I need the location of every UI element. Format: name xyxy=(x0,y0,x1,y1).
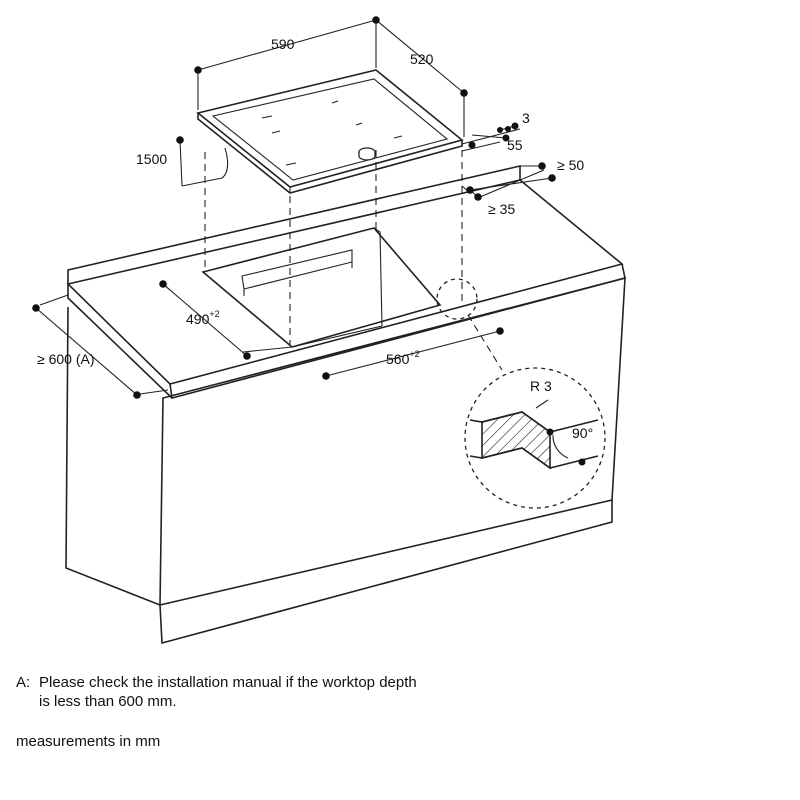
cabinet-plinth xyxy=(159,500,613,645)
cutout-opening xyxy=(201,227,442,348)
dim-label-cutout-depth: 490+2 xyxy=(186,309,220,327)
dim-label-hob-width: 590 xyxy=(271,36,295,52)
cutout-support-rail xyxy=(241,249,353,290)
projection-lines xyxy=(39,20,542,395)
detail-marker-circle xyxy=(436,278,478,320)
power-cable xyxy=(179,139,229,187)
dim-line-depth xyxy=(375,19,465,94)
edge-detail-callout xyxy=(436,278,606,509)
angle-arc xyxy=(552,434,569,459)
note-a: A: Please check the installation manual i… xyxy=(16,673,417,711)
hob-glass-top xyxy=(196,69,464,188)
cutout-inner-wall xyxy=(373,227,383,327)
units-note: measurements in mm xyxy=(16,733,161,750)
dim-line-worktop-depth xyxy=(35,307,138,396)
dim-label-worktop-depth: ≥ 600 (A) xyxy=(37,351,94,367)
note-a-text-line2: is less than 600 mm. xyxy=(39,693,177,710)
worktop-front-edge xyxy=(169,263,626,400)
hob-control-knob xyxy=(358,147,376,161)
hob-edge xyxy=(197,113,463,194)
dim-line-cutout-depth xyxy=(162,283,248,357)
worktop xyxy=(66,164,626,400)
dim-label-glass-thickness: 3 xyxy=(522,110,530,126)
dim-label-hob-depth: 520 xyxy=(410,51,434,67)
cabinet-left-side xyxy=(65,306,161,606)
dimension-dots xyxy=(32,16,556,399)
note-a-label: A: xyxy=(16,674,31,691)
hob-zone-marks xyxy=(261,100,403,166)
dim-label-rear-clearance: ≥ 50 xyxy=(557,157,584,173)
dim-label-edge-radius: R 3 xyxy=(530,378,552,394)
dim-line-install-depth xyxy=(471,134,507,139)
radius-leader xyxy=(535,399,549,409)
dimension-lines xyxy=(35,19,553,396)
detail-leader xyxy=(467,314,503,371)
dim-line-width xyxy=(197,19,377,71)
hob xyxy=(196,69,464,194)
cutout-inner-bottom xyxy=(291,325,383,348)
hob-inner-frame xyxy=(211,78,449,181)
dim-label-side-clearance: ≥ 35 xyxy=(488,201,515,217)
worktop-left-edge xyxy=(67,284,173,399)
dim-label-edge-angle: 90° xyxy=(572,425,593,441)
dim-label-cutout-width: 560+2 xyxy=(386,349,420,367)
dim-label-installation-depth: 55 xyxy=(507,137,523,153)
worktop-top-surface xyxy=(66,179,624,385)
cutout xyxy=(201,227,442,348)
cabinet-front xyxy=(159,276,626,607)
installation-diagram: 590 520 3 55 1500 ≥ 50 ≥ 35 490+2 560+2 … xyxy=(32,16,626,645)
note-a-text-line1: Please check the installation manual if … xyxy=(39,674,417,691)
dim-line-cutout-width xyxy=(325,330,501,377)
worktop-upstand xyxy=(67,164,521,284)
detail-magnified-circle xyxy=(464,367,606,509)
edge-profile xyxy=(469,411,599,470)
dim-label-cable-length: 1500 xyxy=(136,151,167,167)
